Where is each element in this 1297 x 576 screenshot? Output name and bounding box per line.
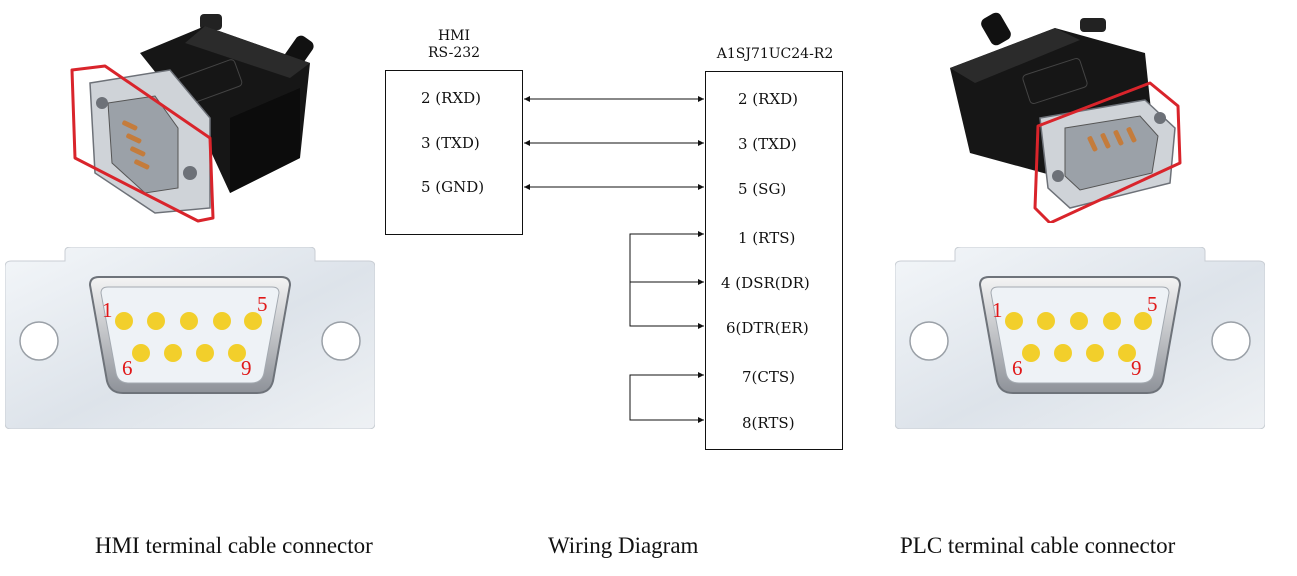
plc-pin-cts: 7(CTS) (742, 368, 796, 386)
loopback-cts-rts (629, 372, 704, 423)
pin-9 (1118, 344, 1136, 362)
plc-pin-sg: 5 (SG) (738, 180, 787, 198)
pin-5 (1134, 312, 1152, 330)
loopback-rts-dsr-dtr (629, 231, 704, 329)
pin-7 (1054, 344, 1072, 362)
hmi-subtitle: RS-232 (427, 45, 481, 61)
hmi-title: HMI (437, 28, 471, 44)
hmi-plug-highlight (70, 64, 215, 223)
hmi-pin-rxd: 2 (RXD) (421, 89, 482, 107)
pin-label-bottom-right: 9 (1131, 356, 1142, 380)
pin-label-bottom-left: 6 (1012, 356, 1023, 380)
plc-plug-highlight (1033, 81, 1182, 223)
hmi-plug-illustration (70, 14, 314, 223)
pin-4 (213, 312, 231, 330)
pin-1 (1005, 312, 1023, 330)
plc-box-title: A1SJ71UC24-R2 (716, 46, 834, 62)
pin-3 (180, 312, 198, 330)
hmi-box (385, 70, 523, 235)
pin-2 (1037, 312, 1055, 330)
pin-label-bottom-right: 9 (241, 356, 252, 380)
hmi-box-title: HMI RS-232 (385, 28, 523, 62)
plc-pin-rts-1: 1 (RTS) (738, 229, 796, 247)
plc-pin-txd: 3 (TXD) (738, 135, 797, 153)
hmi-pin-gnd: 5 (GND) (421, 178, 485, 196)
pin-label-top-right: 5 (257, 292, 268, 316)
pin-5 (244, 312, 262, 330)
caption-plc-connector: PLC terminal cable connector (900, 533, 1176, 558)
plc-box (705, 71, 843, 450)
pin-label-top-left: 1 (102, 298, 113, 322)
plc-pin-dsr: 4 (DSR(DR) (721, 274, 810, 292)
caption-wiring-diagram: Wiring Diagram (548, 533, 699, 558)
pin-label-top-left: 1 (992, 298, 1003, 322)
hmi-pin-txd: 3 (TXD) (421, 134, 480, 152)
plc-plug-illustration (950, 12, 1182, 223)
caption-hmi-connector: HMI terminal cable connector (95, 533, 373, 558)
hmi-pin-array (115, 312, 262, 362)
plc-connector-face: 1 5 6 9 (895, 247, 1265, 429)
pin-7 (164, 344, 182, 362)
pin-1 (115, 312, 133, 330)
plc-pin-rxd: 2 (RXD) (738, 90, 799, 108)
pin-4 (1103, 312, 1121, 330)
pin-2 (147, 312, 165, 330)
plc-pin-rts-8: 8(RTS) (742, 414, 795, 432)
pin-8 (196, 344, 214, 362)
hmi-connector-face: 1 5 6 9 (5, 247, 375, 429)
pin-9 (228, 344, 246, 362)
pin-label-bottom-left: 6 (122, 356, 133, 380)
pin-6 (1022, 344, 1040, 362)
plc-pin-dtr: 6(DTR(ER) (726, 319, 809, 337)
pin-3 (1070, 312, 1088, 330)
pin-label-top-right: 5 (1147, 292, 1158, 316)
plc-pin-array (1005, 312, 1152, 362)
pin-6 (132, 344, 150, 362)
pin-8 (1086, 344, 1104, 362)
